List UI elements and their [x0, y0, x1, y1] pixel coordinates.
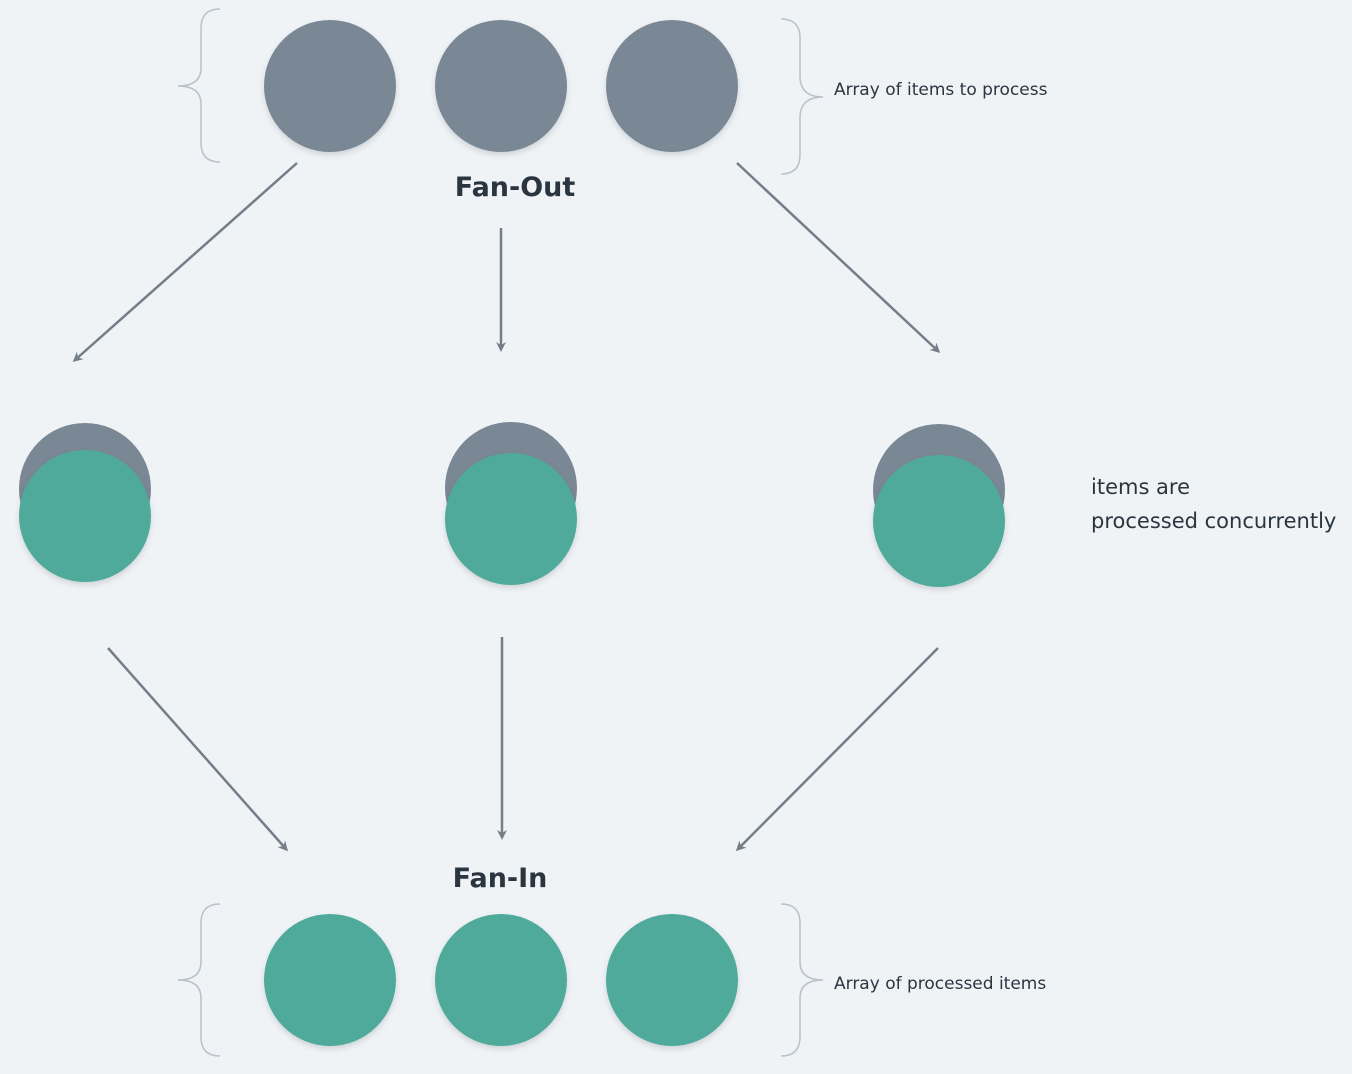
fan-out-title: Fan-Out	[455, 172, 576, 203]
input-item-2	[435, 20, 567, 152]
fan-in-title: Fan-In	[453, 863, 548, 894]
concurrent-label-line1: items are	[1091, 475, 1190, 499]
processing-item-2-output	[445, 453, 577, 585]
processing-item-1-output	[19, 450, 151, 582]
input-left-brace	[177, 8, 221, 163]
concurrent-label: items are processed concurrently	[1091, 475, 1336, 533]
output-item-1	[264, 914, 396, 1046]
fan-in-arrows	[107, 637, 939, 852]
input-right-brace	[780, 18, 824, 175]
processing-item-3-output	[873, 455, 1005, 587]
output-item-3	[606, 914, 738, 1046]
processing-item-2	[445, 422, 577, 585]
processing-item-3	[873, 424, 1005, 587]
output-array-label: Array of processed items	[834, 974, 1046, 994]
output-right-brace	[780, 903, 824, 1057]
fan-in-arrow-right	[735, 647, 939, 852]
output-left-brace	[177, 903, 221, 1057]
output-item-2	[435, 914, 567, 1046]
concurrent-label-line2: processed concurrently	[1091, 509, 1336, 533]
fan-out-arrows	[72, 162, 941, 362]
input-array: Array of items to process	[177, 8, 1048, 175]
output-array: Array of processed items	[177, 903, 1046, 1057]
input-array-label: Array of items to process	[834, 80, 1048, 100]
processing-items	[19, 422, 1005, 587]
fan-in-arrow-left	[107, 647, 288, 852]
input-item-1	[264, 20, 396, 152]
input-item-3	[606, 20, 738, 152]
fan-out-arrow-right	[736, 162, 941, 354]
processing-item-1	[19, 423, 151, 582]
fan-out-arrow-left	[72, 162, 298, 362]
